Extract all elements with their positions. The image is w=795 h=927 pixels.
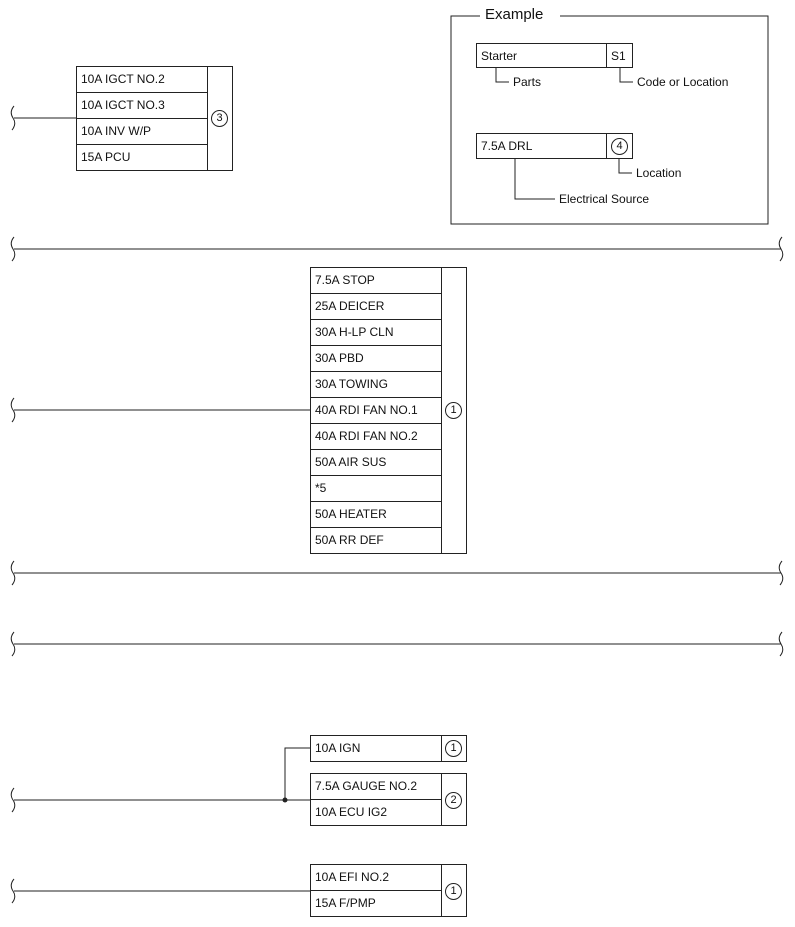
code-leader bbox=[619, 68, 633, 83]
fuse-group: 10A EFI NO.2 15A F/PMP bbox=[310, 864, 467, 917]
example-frame bbox=[450, 15, 769, 225]
fuse-label: 15A PCU bbox=[81, 150, 131, 164]
fuse-label: 15A F/PMP bbox=[315, 896, 376, 910]
fuse-group: 10A IGN bbox=[310, 735, 467, 762]
fuse-label: 30A H-LP CLN bbox=[311, 320, 441, 346]
fuse-label: 50A AIR SUS bbox=[311, 450, 441, 476]
fuse-label: 10A EFI NO.2 bbox=[311, 865, 441, 891]
example-location-symbol: 4 bbox=[611, 138, 628, 155]
wire-break-mark bbox=[10, 878, 16, 904]
location-label: Location bbox=[636, 166, 682, 180]
parts-leader bbox=[495, 68, 509, 83]
fuse-label: *5 bbox=[311, 476, 441, 502]
example-part-box: Starter S1 bbox=[476, 43, 633, 68]
fuse-label: 7.5A GAUGE NO.2 bbox=[311, 774, 441, 800]
section-break-left bbox=[10, 236, 16, 262]
example-source-box: 7.5A DRL bbox=[476, 133, 633, 159]
location-symbol: 3 bbox=[211, 110, 228, 127]
section-break-left bbox=[10, 560, 16, 586]
section-break-left bbox=[10, 631, 16, 657]
fuse-label: 10A IGCT NO.2 bbox=[77, 67, 207, 93]
wire-break-mark bbox=[10, 397, 16, 423]
location-symbol: 1 bbox=[445, 883, 462, 900]
fuse-label: 10A IGN bbox=[315, 741, 361, 755]
wire-break-mark bbox=[10, 105, 16, 131]
fuse-label: 40A RDI FAN NO.1 bbox=[311, 398, 441, 424]
fuse-group: 7.5A GAUGE NO.2 10A ECU IG2 bbox=[310, 773, 467, 826]
wire-break-mark bbox=[10, 787, 16, 813]
example-part-code: S1 bbox=[611, 49, 626, 63]
location-leader bbox=[618, 159, 632, 174]
fuse-label: 7.5A STOP bbox=[311, 268, 441, 294]
fuse-group: 10A IGCT NO.2 10A IGCT NO.3 10A INV W/P … bbox=[76, 66, 233, 171]
fuse-label: 10A ECU IG2 bbox=[315, 805, 388, 819]
code-or-location-label: Code or Location bbox=[637, 75, 729, 89]
fuse-label: 30A TOWING bbox=[311, 372, 441, 398]
fuse-label: 50A HEATER bbox=[311, 502, 441, 528]
fuse-group: 7.5A STOP 25A DEICER 30A H-LP CLN 30A PB… bbox=[310, 267, 467, 554]
example-source-name: 7.5A DRL bbox=[477, 134, 607, 158]
fuse-label: 10A INV W/P bbox=[77, 119, 207, 145]
electrical-source-label: Electrical Source bbox=[559, 192, 650, 206]
fuse-label: 50A RR DEF bbox=[315, 533, 384, 547]
example-part-name: Starter bbox=[477, 44, 607, 67]
fuse-label: 40A RDI FAN NO.2 bbox=[311, 424, 441, 450]
location-symbol: 2 bbox=[445, 792, 462, 809]
fuse-label: 30A PBD bbox=[311, 346, 441, 372]
parts-label: Parts bbox=[513, 75, 542, 89]
fuse-label: 10A IGCT NO.3 bbox=[77, 93, 207, 119]
location-symbol: 1 bbox=[445, 402, 462, 419]
source-leader bbox=[514, 159, 555, 200]
location-symbol: 1 bbox=[445, 740, 462, 757]
junction-dot bbox=[282, 797, 288, 803]
fuse-label: 25A DEICER bbox=[311, 294, 441, 320]
example-title: Example bbox=[480, 6, 549, 23]
wire-branch bbox=[284, 747, 311, 800]
